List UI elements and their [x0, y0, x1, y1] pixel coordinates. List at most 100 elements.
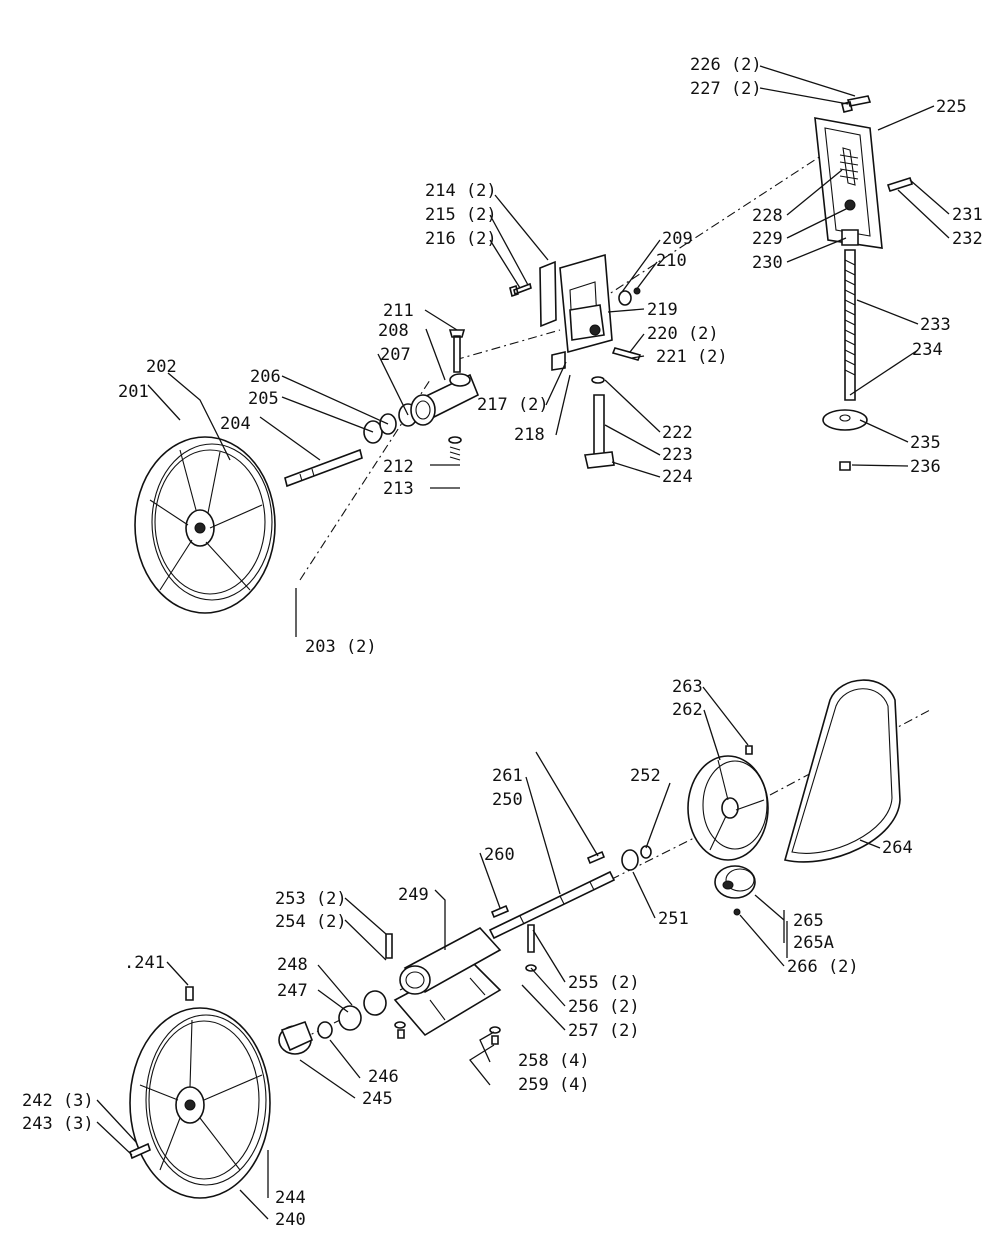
label-254: 254 (2): [275, 912, 347, 932]
hinge-housing: [410, 373, 480, 426]
label-215: 215 (2): [425, 205, 497, 225]
label-261: 261: [492, 766, 523, 786]
bolt-211: [448, 329, 466, 373]
guide-bracket: [539, 253, 613, 371]
upper-wheel: [134, 436, 276, 614]
label-240: 240: [275, 1210, 306, 1230]
label-213: 213: [383, 479, 414, 499]
label-264: 264: [882, 838, 913, 858]
label-236: 236: [910, 457, 941, 477]
label-233: 233: [920, 315, 951, 335]
label-216: 216 (2): [425, 229, 497, 249]
label-256: 256 (2): [568, 997, 640, 1017]
label-266: 266 (2): [787, 957, 859, 977]
label-248: 248: [277, 955, 308, 975]
label-219: 219: [647, 300, 678, 320]
upper-shaft: [284, 448, 363, 488]
setscrew-263: [745, 745, 753, 755]
pin-241: [185, 986, 194, 1001]
label-228: 228: [752, 206, 783, 226]
label-260: 260: [484, 845, 515, 865]
label-220: 220 (2): [647, 324, 719, 344]
label-225: 225: [936, 97, 967, 117]
spring-213: [448, 436, 462, 461]
label-259: 259 (4): [518, 1075, 590, 1095]
label-249: 249: [398, 885, 429, 905]
callout-labels: 202 201 203 (2) 204 205 206 207 208 211 …: [22, 55, 983, 1230]
label-262: 262: [672, 700, 703, 720]
nut-259b: [491, 1035, 499, 1045]
label-235: 235: [910, 433, 941, 453]
label-253: 253 (2): [275, 889, 347, 909]
label-258: 258 (4): [518, 1051, 590, 1071]
label-211: 211: [383, 301, 414, 321]
screw-242: [129, 1142, 151, 1160]
large-pulley: [687, 755, 769, 861]
label-257: 257 (2): [568, 1021, 640, 1041]
screw-231: [886, 176, 914, 193]
bearing-248: [363, 990, 387, 1016]
lower-shaft: [488, 870, 616, 940]
ring-246: [317, 1021, 333, 1039]
label-224: 224: [662, 467, 693, 487]
label-212: 212: [383, 457, 414, 477]
label-218: 218: [514, 425, 545, 445]
washer-258: [394, 1021, 406, 1029]
label-204: 204: [220, 414, 251, 434]
label-203: 203 (2): [305, 637, 377, 657]
lower-wheel: [129, 1007, 271, 1199]
bolt-253: [385, 933, 393, 959]
setscrew-266: [733, 908, 741, 916]
set-screw-220: [611, 347, 642, 361]
screw-216: [509, 282, 532, 298]
ring-252: [640, 845, 652, 859]
label-247: 247: [277, 981, 308, 1001]
nut-259a: [397, 1029, 405, 1039]
washer-258b: [489, 1026, 501, 1034]
key-260: [490, 904, 510, 919]
leader-lines: [96, 65, 950, 1220]
label-223: 223: [662, 445, 693, 465]
label-246: 246: [368, 1067, 399, 1087]
label-241: .241: [124, 953, 165, 973]
label-251: 251: [658, 909, 689, 929]
label-229: 229: [752, 229, 783, 249]
label-265a: 265A: [793, 933, 834, 953]
label-244: 244: [275, 1188, 306, 1208]
label-234: 234: [912, 340, 943, 360]
bearing-251: [621, 849, 639, 871]
bearing-housing: [393, 927, 502, 1037]
label-206: 206: [250, 367, 281, 387]
guide-post: [584, 376, 615, 469]
label-205: 205: [248, 389, 279, 409]
label-245: 245: [362, 1089, 393, 1109]
bolt-255: [527, 924, 535, 953]
label-202: 202: [146, 357, 177, 377]
label-252: 252: [630, 766, 661, 786]
label-221: 221 (2): [656, 347, 728, 367]
label-255: 255 (2): [568, 973, 640, 993]
bearing-247: [338, 1005, 362, 1031]
motor-pulley: [714, 865, 756, 899]
label-231: 231: [952, 205, 983, 225]
screw-226: [841, 95, 872, 113]
handwheel: [822, 409, 868, 471]
label-263: 263: [672, 677, 703, 697]
label-230: 230: [752, 253, 783, 273]
label-201: 201: [118, 382, 149, 402]
label-210: 210: [656, 251, 687, 271]
label-265: 265: [793, 911, 824, 931]
belt: [784, 679, 901, 863]
label-209: 209: [662, 229, 693, 249]
label-232: 232: [952, 229, 983, 249]
tension-frame: [814, 117, 883, 249]
label-217: 217 (2): [477, 395, 549, 415]
bearing-209: [618, 290, 632, 306]
label-214: 214 (2): [425, 181, 497, 201]
lead-screw: [844, 249, 856, 401]
label-243: 243 (3): [22, 1114, 94, 1134]
label-250: 250: [492, 790, 523, 810]
label-222: 222: [662, 423, 693, 443]
